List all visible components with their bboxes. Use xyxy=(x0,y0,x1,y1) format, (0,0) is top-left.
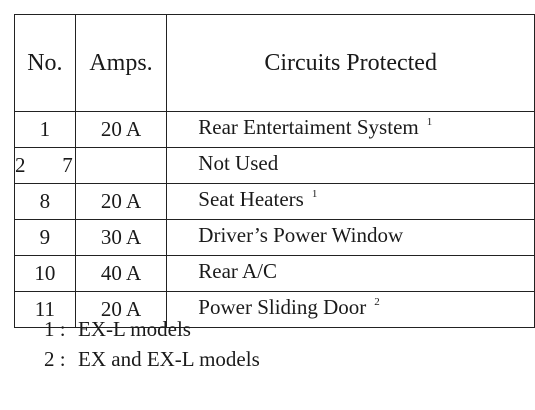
circuit-name: Rear Entertaiment System xyxy=(198,115,419,139)
table-row: 11 20 A Power Sliding Door 2 xyxy=(14,291,535,328)
circuit-name: Not Used xyxy=(198,151,279,175)
circuit-cell: Power Sliding Door 2 xyxy=(166,291,535,328)
footnote-text: EX and EX-L models xyxy=(78,347,260,371)
fuse-amps: 40 A xyxy=(74,255,168,292)
circuit-cell: Driver’s Power Window xyxy=(166,219,535,256)
fuse-amps: 30 A xyxy=(74,219,168,256)
fuse-number: 1 xyxy=(14,111,76,148)
table-row: 8 20 A Seat Heaters 1 xyxy=(14,183,535,220)
circuit-name: Power Sliding Door xyxy=(198,295,367,319)
fuse-number: 9 xyxy=(14,219,76,256)
circuit-cell: Rear A/C xyxy=(166,255,535,292)
footnote-marker: 1 : xyxy=(44,317,66,341)
footnote-item: 1 : EX-L models xyxy=(44,314,260,344)
circuit-name: Seat Heaters xyxy=(198,187,304,211)
footnote-marker: 2 : xyxy=(44,347,66,371)
footnote-text: EX-L models xyxy=(78,317,191,341)
fuse-amps: 20 A xyxy=(74,291,168,328)
fuse-number: 8 xyxy=(14,183,76,220)
header-amps: Amps. xyxy=(74,14,168,112)
footnotes: 1 : EX-L models 2 : EX and EX-L models xyxy=(44,314,260,374)
footnote-ref: 1 xyxy=(426,116,433,128)
header-row: No. Amps. Circuits Protected xyxy=(14,14,535,112)
table-row: 10 40 A Rear A/C xyxy=(14,255,535,292)
header-circuits: Circuits Protected xyxy=(166,14,535,112)
fuse-amps xyxy=(74,147,168,184)
footnote-item: 2 : EX and EX-L models xyxy=(44,344,260,374)
circuit-cell: Rear Entertaiment System 1 xyxy=(166,111,535,148)
footnote-ref: 1 xyxy=(311,188,318,200)
fuse-amps: 20 A xyxy=(74,183,168,220)
fuse-number: 10 xyxy=(14,255,76,292)
table-row: 1 20 A Rear Entertaiment System 1 xyxy=(14,111,535,148)
header-no: No. xyxy=(14,14,76,112)
fuse-table: No. Amps. Circuits Protected 1 20 A Rear… xyxy=(14,14,535,328)
fuse-amps: 20 A xyxy=(74,111,168,148)
circuit-cell: Not Used xyxy=(166,147,535,184)
circuit-cell: Seat Heaters 1 xyxy=(166,183,535,220)
circuit-name: Driver’s Power Window xyxy=(198,223,404,247)
footnote-ref: 2 xyxy=(374,296,380,308)
range-start: 2 xyxy=(15,153,26,177)
fuse-number: 11 xyxy=(14,291,76,328)
circuit-name: Rear A/C xyxy=(198,259,278,283)
table-row: 9 30 A Driver’s Power Window xyxy=(14,219,535,256)
range-end: 7 xyxy=(62,153,73,177)
